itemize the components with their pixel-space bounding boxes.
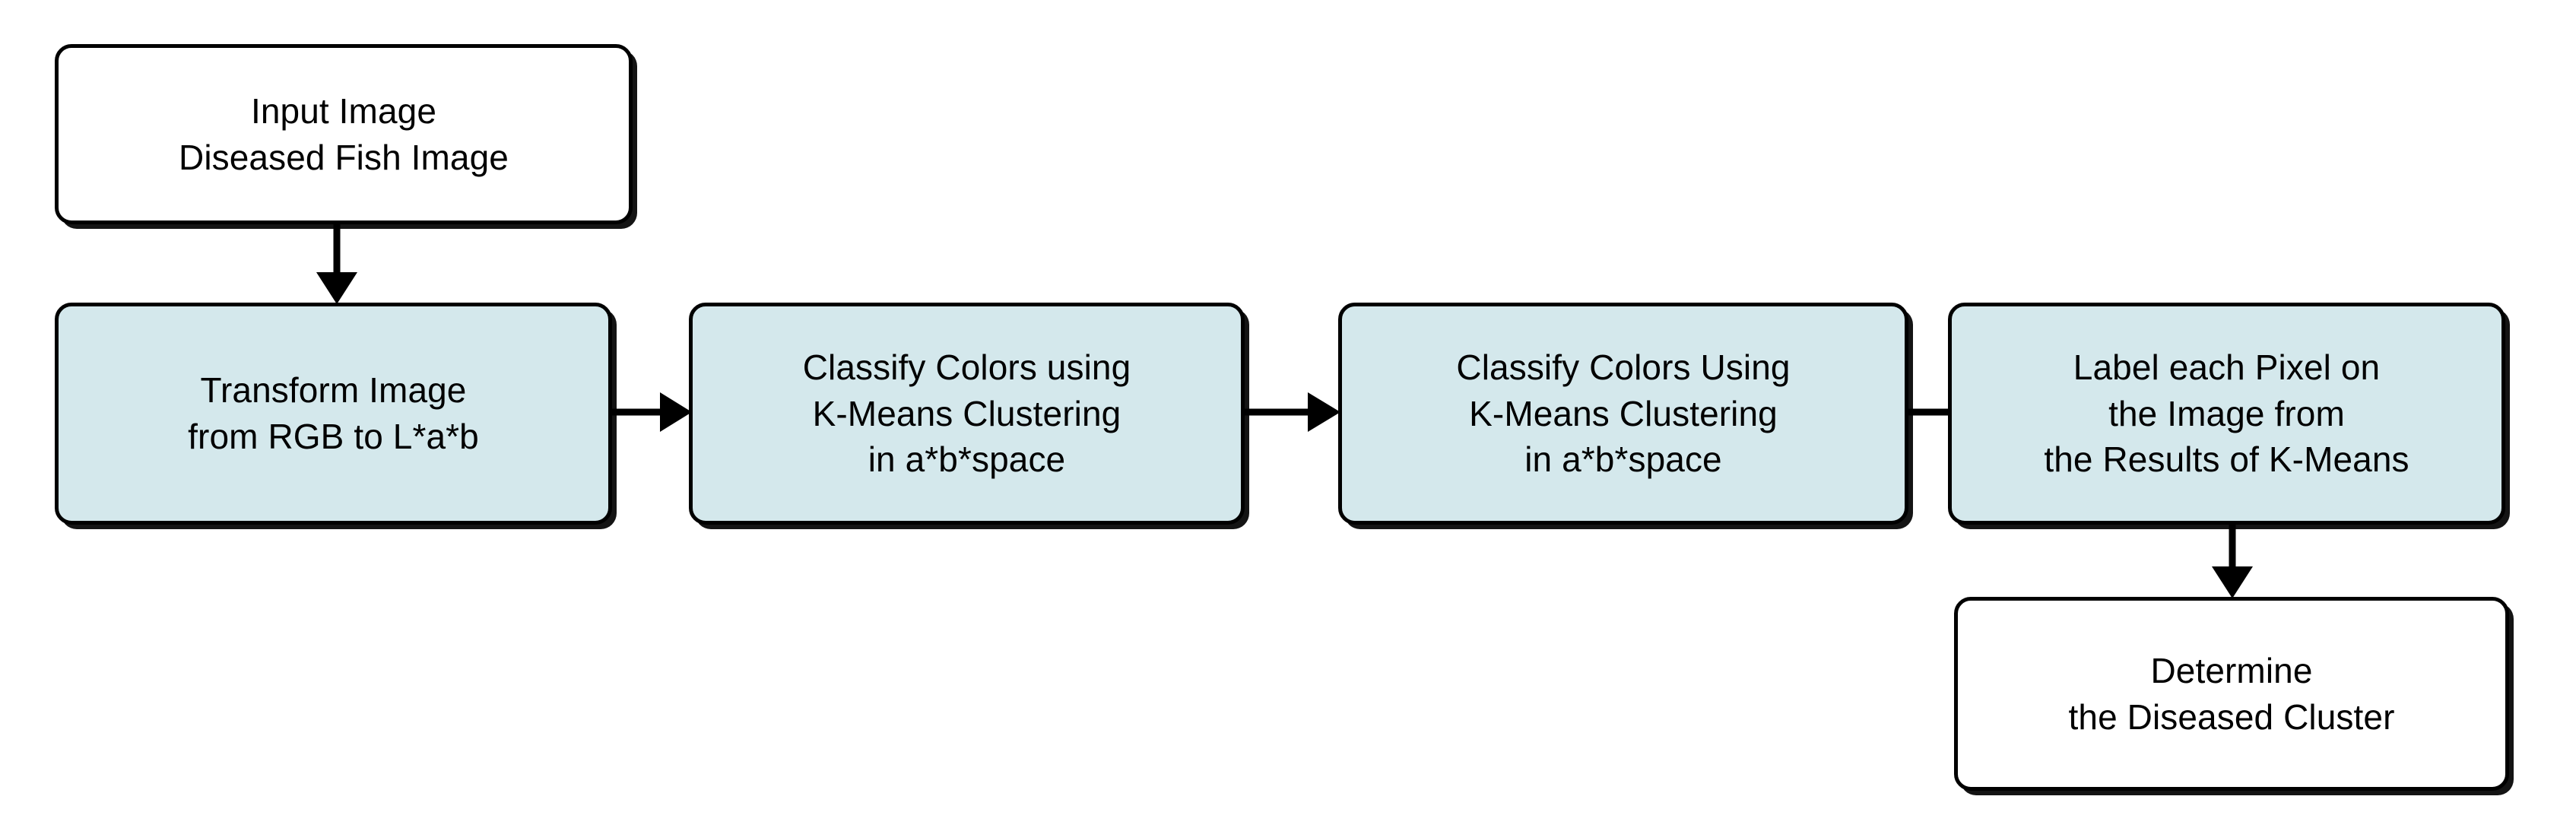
connector-transform-to-cluster1: [607, 392, 692, 432]
node-transform-image-label: Transform Image from RGB to L*a*b: [188, 370, 479, 456]
node-label-each-pixel-label: Label each Pixel on the Image from the R…: [2044, 347, 2409, 480]
node-classify-colors-1[interactable]: Classify Colors using K-Means Clustering…: [689, 303, 1245, 525]
node-label-each-pixel[interactable]: Label each Pixel on the Image from the R…: [1948, 303, 2505, 525]
node-input-image[interactable]: Input Image Diseased Fish Image: [55, 44, 633, 224]
connector-cluster1-to-cluster2: [1239, 392, 1340, 432]
connector-label-to-determine: [2212, 519, 2253, 598]
node-transform-image[interactable]: Transform Image from RGB to L*a*b: [55, 303, 612, 525]
node-input-image-label: Input Image Diseased Fish Image: [179, 90, 509, 177]
node-determine-cluster-label: Determine the Diseased Cluster: [2068, 650, 2395, 737]
connector-input-to-transform: [316, 219, 357, 304]
node-classify-colors-2-label: Classify Colors Using K-Means Clustering…: [1456, 347, 1791, 480]
node-classify-colors-2[interactable]: Classify Colors Using K-Means Clustering…: [1338, 303, 1908, 525]
node-classify-colors-1-label: Classify Colors using K-Means Clustering…: [802, 347, 1131, 480]
node-determine-cluster[interactable]: Determine the Diseased Cluster: [1954, 597, 2509, 791]
